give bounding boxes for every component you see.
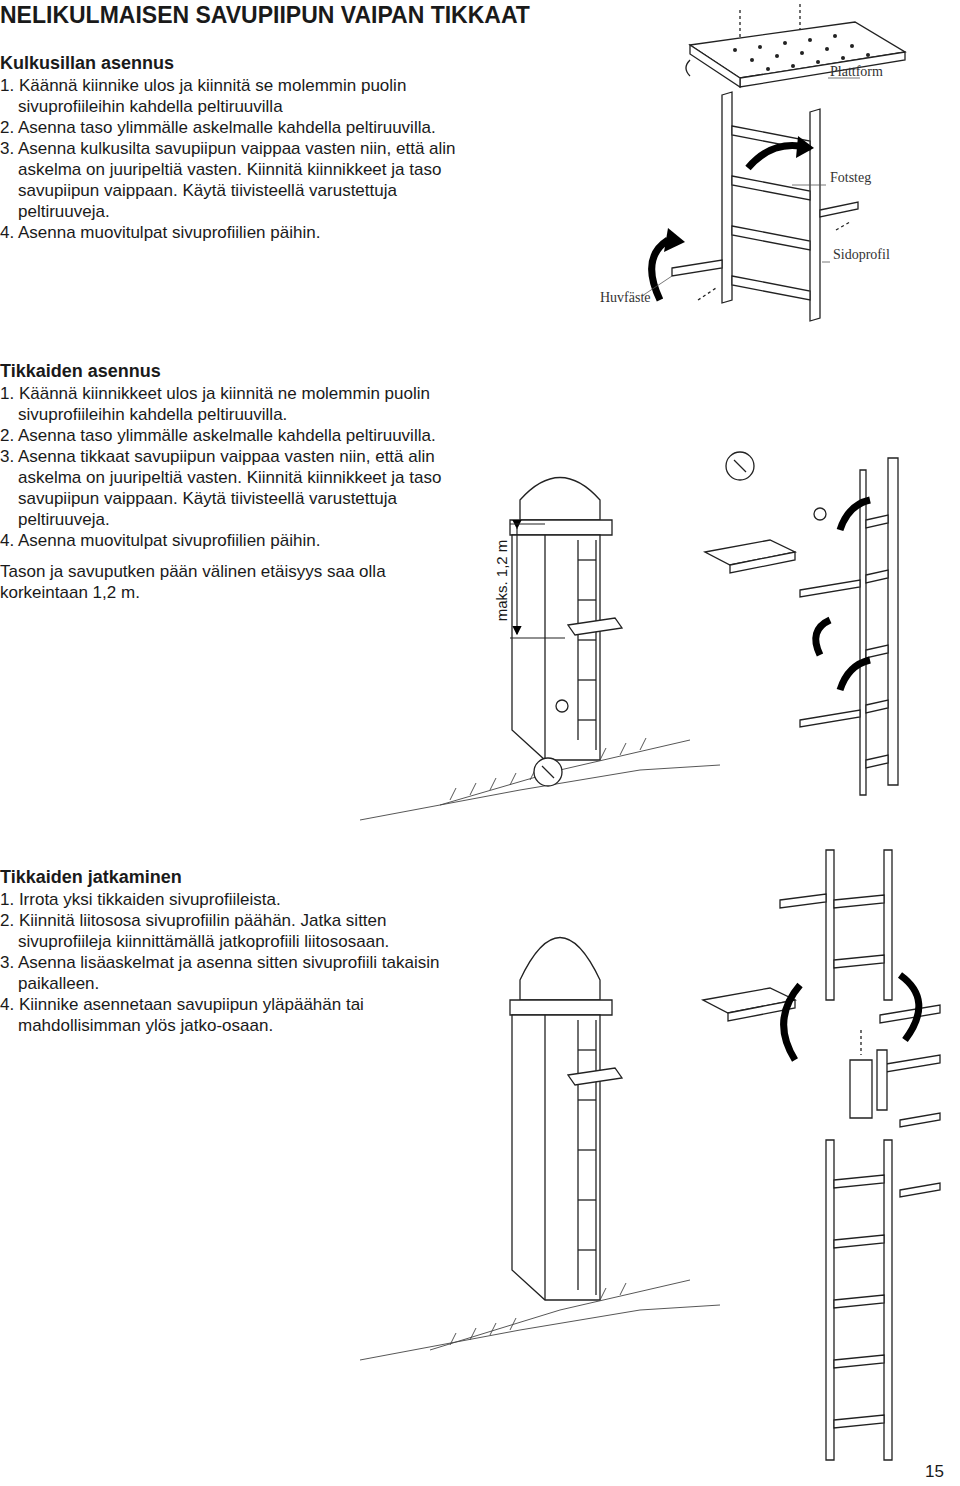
- instruction-note: Tason ja savuputken pään välinen etäisyy…: [0, 561, 478, 603]
- instruction-step: 1. Käännä kiinnike ulos ja kiinnitä se m…: [0, 75, 478, 117]
- page-title: NELIKULMAISEN SAVUPIIPUN VAIPAN TIKKAAT: [0, 2, 530, 28]
- section-heading: Kulkusillan asennus: [0, 52, 478, 74]
- part-name: Fotsteg: [830, 170, 871, 186]
- page-number: 15: [925, 1462, 944, 1482]
- instruction-step: 4. Kiinnike asennetaan savupiipun yläpää…: [0, 994, 478, 1036]
- text-column: Tikkaiden jatkaminen1. Irrota yksi tikka…: [0, 866, 478, 1036]
- instruction-step: 2. Asenna taso ylimmälle askelmalle kahd…: [0, 425, 478, 446]
- instruction-step: 1. Irrota yksi tikkaiden sivuprofiileist…: [0, 889, 478, 910]
- instruction-step: 3. Asenna kulkusilta savupiipun vaippaa …: [0, 138, 478, 222]
- instruction-step: 1. Käännä kiinnikkeet ulos ja kiinnitä n…: [0, 383, 478, 425]
- part-name: Plattform: [830, 64, 883, 80]
- instruction-step: 4. Asenna muovitulpat sivuprofiilien päi…: [0, 222, 478, 243]
- section-heading: Tikkaiden jatkaminen: [0, 866, 478, 888]
- part-name: Huvfäste: [600, 290, 651, 306]
- instruction-step: 3. Asenna tikkaat savupiipun vaippaa vas…: [0, 446, 478, 530]
- section-heading: Tikkaiden asennus: [0, 360, 478, 382]
- text-column: Kulkusillan asennus1. Käännä kiinnike ul…: [0, 52, 478, 243]
- part-name: Sidoprofil: [833, 247, 890, 263]
- instruction-step: 3. Asenna lisäaskelmat ja asenna sitten …: [0, 952, 478, 994]
- instruction-step: 4. Asenna muovitulpat sivuprofiilien päi…: [0, 530, 478, 551]
- text-column: Tikkaiden asennus1. Käännä kiinnikkeet u…: [0, 360, 478, 603]
- instruction-step: 2. Kiinnitä liitososa sivuprofiilin pääh…: [0, 910, 478, 952]
- instruction-step: 2. Asenna taso ylimmälle askelmalle kahd…: [0, 117, 478, 138]
- dimension-label: maks. 1,2 m: [494, 537, 511, 623]
